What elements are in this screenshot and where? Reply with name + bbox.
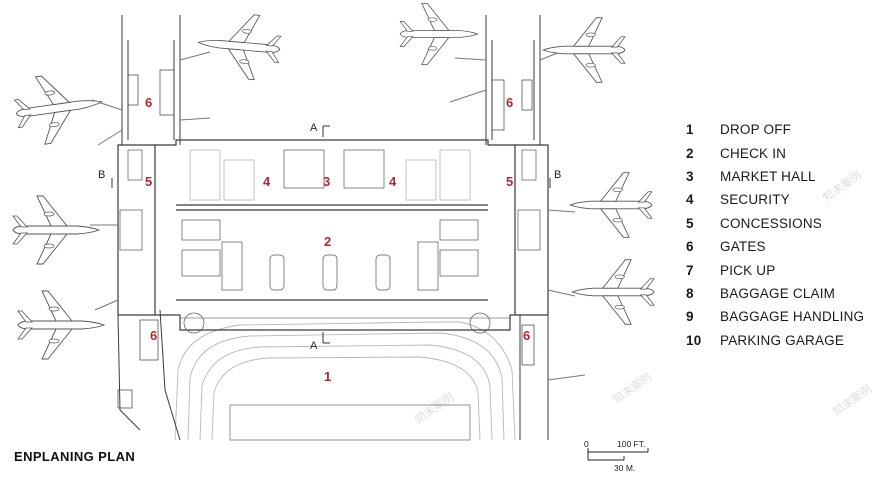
jet-bridges: [90, 51, 586, 381]
legend-item: 7 PICK UP: [686, 258, 866, 281]
pier-left-bottom: [117, 309, 181, 441]
legend-item: 4 SECURITY: [686, 188, 866, 211]
label-market-hall: 3: [323, 174, 330, 189]
legend-number: 7: [686, 262, 694, 278]
legend-number: 3: [686, 168, 694, 184]
airplane-icon: [195, 9, 283, 83]
pier-right-bottom: [519, 315, 549, 440]
label-check-in: 2: [324, 234, 331, 249]
section-a-bottom: A: [310, 340, 318, 352]
label-security-right: 4: [389, 174, 397, 189]
legend-label: BAGGAGE HANDLING: [720, 309, 865, 325]
airplane-icon: [11, 67, 107, 148]
terminal-outline: [117, 139, 549, 331]
legend-label: BAGGAGE CLAIM: [720, 285, 836, 301]
scale-feet: 100 FT.: [617, 439, 646, 449]
legend-item: 1 DROP OFF: [686, 118, 866, 141]
legend-number: 6: [686, 239, 694, 255]
interior-details: [119, 149, 541, 334]
label-concessions-right: 5: [506, 174, 513, 189]
airplane-icon: [17, 290, 105, 360]
legend-item: 2 CHECK IN: [686, 141, 866, 164]
legend-label: MARKET HALL: [720, 168, 816, 184]
airplane-icon: [571, 259, 655, 325]
pier-right-top: [485, 15, 541, 145]
legend-label: GATES: [720, 239, 766, 255]
legend-item: 9 BAGGAGE HANDLING: [686, 305, 866, 328]
legend-label: CHECK IN: [720, 145, 787, 161]
drop-off-roadway: [174, 321, 516, 441]
airplane-icon: [399, 2, 479, 66]
section-markers: [111, 125, 551, 344]
legend-item: 6 GATES: [686, 235, 866, 258]
plan-title: ENPLANING PLAN: [14, 449, 136, 464]
legend-item: 10 PARKING GARAGE: [686, 329, 866, 352]
legend-item: 3 MARKET HALL: [686, 165, 866, 188]
legend-item: 5 CONCESSIONS: [686, 212, 866, 235]
airplane-icon: [569, 172, 653, 238]
legend-number: 8: [686, 285, 694, 301]
legend: 1 DROP OFF 2 CHECK IN 3 MARKET HALL 4 SECURITY 5…: [686, 118, 866, 352]
section-a-top: A: [310, 122, 318, 134]
label-security-left: 4: [263, 174, 271, 189]
scale-bar: [587, 448, 649, 461]
section-b-left: B: [98, 169, 105, 181]
legend-label: DROP OFF: [720, 122, 792, 138]
legend-label: CONCESSIONS: [720, 215, 822, 231]
section-b-right: B: [554, 169, 561, 181]
label-gates-tr: 6: [506, 95, 513, 110]
legend-number: 2: [686, 145, 694, 161]
pier-left-top: [121, 15, 181, 145]
airplane-icon: [12, 195, 100, 265]
legend-label: PARKING GARAGE: [720, 332, 845, 348]
legend-number: 9: [686, 309, 694, 325]
label-gates-tl: 6: [145, 95, 152, 110]
scale-meters: 30 M.: [614, 463, 636, 473]
legend-number: 4: [686, 192, 694, 208]
label-gates-bl: 6: [150, 328, 157, 343]
scale-zero: 0: [584, 439, 589, 449]
label-gates-br: 6: [523, 328, 530, 343]
legend-number: 1: [686, 122, 694, 138]
legend-label: PICK UP: [720, 262, 776, 278]
legend-number: 5: [686, 215, 694, 231]
legend-label: SECURITY: [720, 192, 790, 208]
legend-item: 8 BAGGAGE CLAIM: [686, 282, 866, 305]
label-drop-off: 1: [324, 369, 331, 384]
legend-number: 10: [686, 332, 702, 348]
label-concessions-left: 5: [145, 174, 152, 189]
airplane-icon: [542, 17, 626, 83]
